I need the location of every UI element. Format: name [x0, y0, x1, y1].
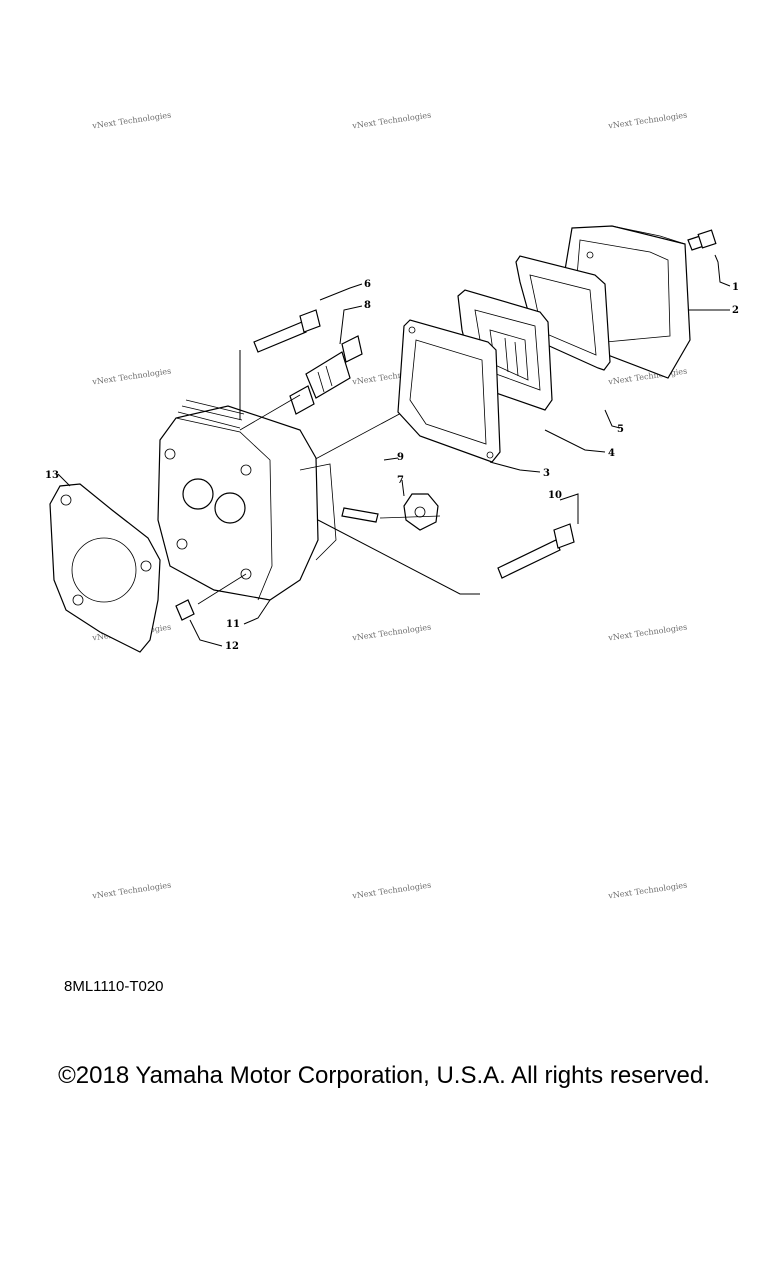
callout-1: 1 — [732, 282, 739, 293]
small-gasket — [403, 493, 439, 531]
copyright-notice: ©2018 Yamaha Motor Corporation, U.S.A. A… — [58, 1062, 710, 1089]
spark-plug — [289, 335, 363, 415]
diagram-code: 8ML1110-T020 — [64, 978, 164, 995]
callout-9: 9 — [397, 452, 404, 463]
callout-10: 10 — [548, 490, 562, 501]
callout-7: 7 — [397, 475, 404, 486]
callout-5: 5 — [617, 424, 624, 435]
callout-13: 13 — [45, 470, 59, 481]
stud-bolt — [341, 507, 379, 523]
head-bolt — [253, 309, 321, 353]
long-bolt — [497, 523, 575, 579]
callout-3: 3 — [543, 468, 550, 479]
callout-12: 12 — [225, 641, 239, 652]
cover-bolt — [687, 229, 717, 251]
dowel-pin — [175, 599, 195, 621]
callout-11: 11 — [226, 619, 240, 630]
callout-6: 6 — [364, 279, 371, 290]
callout-4: 4 — [608, 448, 615, 459]
cylinder-head — [157, 399, 337, 601]
head-gasket — [49, 483, 161, 653]
callout-2: 2 — [732, 305, 739, 316]
head-cover-gasket — [397, 319, 501, 463]
callout-8: 8 — [364, 300, 371, 311]
